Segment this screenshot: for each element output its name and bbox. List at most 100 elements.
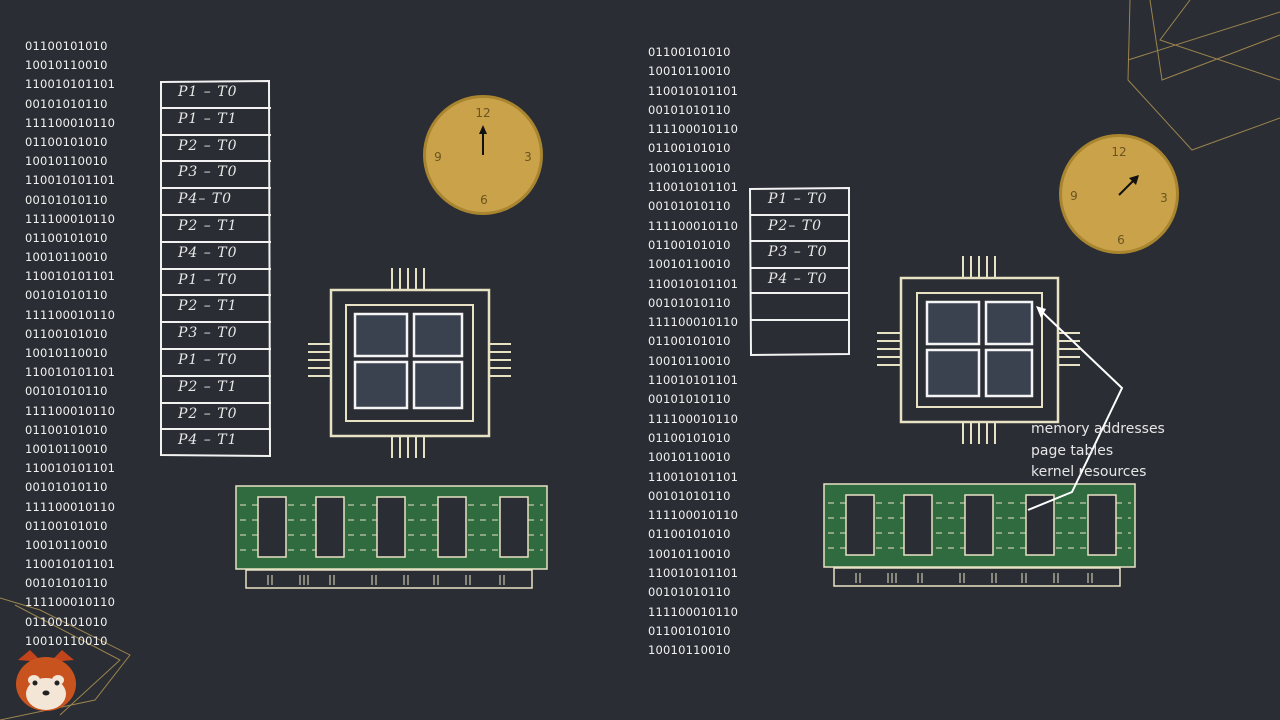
binary-line: 110010101101 — [25, 173, 116, 188]
binary-line: 10010110010 — [25, 154, 108, 169]
binary-line: 01100101010 — [25, 518, 108, 533]
binary-line: 110010101101 — [648, 180, 739, 195]
binary-line: 01100101010 — [25, 39, 108, 53]
binary-line: 01100101010 — [648, 237, 731, 252]
binary-line: 00101010110 — [648, 488, 731, 503]
clock-hand-icon — [479, 125, 487, 155]
queue-slot: P2 – T1 — [178, 378, 238, 395]
queue-slot: P3 – T0 — [768, 244, 828, 260]
queue-divider — [750, 240, 850, 242]
context-annotation: memory addresses page tables kernel reso… — [1031, 419, 1165, 484]
binary-line: 10010110010 — [25, 250, 108, 265]
binary-line: 01100101010 — [648, 334, 731, 349]
binary-line: 00101010110 — [25, 288, 108, 303]
binary-column-left: 01100101010 10010110010 110010101101 001010… — [25, 37, 115, 651]
binary-line: 01100101010 — [648, 527, 731, 542]
queue-divider — [750, 213, 850, 216]
clock-num-9: 9 — [434, 150, 442, 164]
queue-slot: P4 – T0 — [768, 270, 828, 287]
queue-slot: P1 – T1 — [178, 110, 238, 127]
binary-line: 10010110010 — [25, 346, 108, 360]
binary-line: 110010101101 — [25, 77, 116, 92]
binary-line: 00101010110 — [25, 576, 108, 591]
binary-line: 10010110010 — [648, 450, 731, 465]
binary-line: 110010101101 — [25, 461, 116, 476]
queue-outline — [748, 187, 850, 357]
binary-line: 111100010110 — [648, 122, 739, 137]
annotation-line: kernel resources — [1031, 464, 1147, 480]
binary-line: 110010101101 — [25, 365, 116, 380]
clock-num-6: 6 — [1117, 233, 1125, 247]
queue-slot: P2 – T1 — [178, 298, 238, 315]
binary-line: 10010110010 — [648, 64, 731, 79]
binary-line: 111100010110 — [648, 604, 739, 619]
binary-line: 00101010110 — [25, 384, 108, 399]
clock-hand-icon — [1118, 175, 1139, 196]
binary-line: 00101010110 — [25, 192, 108, 207]
binary-line: 10010110010 — [648, 160, 731, 175]
binary-line: 110010101101 — [25, 557, 116, 572]
binary-line: 01100101010 — [648, 623, 731, 638]
queue-slot: P1 – T0 — [178, 271, 238, 288]
binary-line: 00101010110 — [648, 295, 731, 310]
binary-line: 111100010110 — [25, 115, 116, 130]
binary-line: 00101010110 — [648, 102, 731, 117]
queue-divider — [160, 187, 271, 190]
binary-line: 10010110010 — [25, 58, 108, 73]
binary-line: 111100010110 — [25, 307, 116, 322]
binary-line: 110010101101 — [648, 373, 739, 388]
binary-line: 111100010110 — [648, 508, 739, 523]
clock-num-3: 3 — [1160, 191, 1168, 205]
queue-slot: P2 – T1 — [178, 218, 238, 234]
queue-divider — [160, 240, 271, 243]
binary-line: 111100010110 — [25, 403, 116, 418]
binary-line: 01100101010 — [648, 430, 731, 445]
binary-line: 111100010110 — [648, 315, 739, 330]
queue-slot: P1 – T0 — [768, 191, 828, 207]
queue-divider — [160, 267, 271, 270]
queue-divider — [750, 266, 850, 269]
binary-line: 110010101101 — [648, 566, 739, 581]
queue-slot: P2– T0 — [768, 217, 823, 234]
queue-divider — [160, 133, 271, 136]
binary-line: 110010101101 — [25, 269, 116, 284]
binary-line: 00101010110 — [648, 392, 731, 407]
annotation-line: memory addresses — [1031, 421, 1165, 437]
binary-line: 01100101010 — [25, 422, 108, 437]
queue-divider — [160, 214, 271, 216]
queue-slot: P2 – T0 — [178, 137, 238, 154]
binary-line: 01100101010 — [648, 45, 731, 59]
binary-line: 111100010110 — [25, 211, 116, 226]
clock-num-12: 12 — [475, 106, 491, 120]
queue-slot: P3 – T0 — [178, 164, 238, 181]
binary-line: 110010101101 — [648, 469, 739, 484]
binary-line: 00101010110 — [648, 585, 731, 600]
binary-line: 01100101010 — [25, 134, 108, 149]
annotation-line: page tables — [1031, 442, 1114, 459]
binary-line: 01100101010 — [25, 326, 108, 341]
queue-divider — [160, 401, 271, 404]
queue-slot: P4– T0 — [178, 191, 233, 208]
clock-num-6: 6 — [480, 193, 488, 207]
queue-slot: P1 – T0 — [178, 84, 238, 100]
queue-divider — [160, 428, 271, 431]
binary-line: 01100101010 — [25, 614, 108, 629]
queue-divider — [160, 348, 271, 350]
clock-num-12: 12 — [1111, 145, 1127, 159]
queue-divider — [160, 294, 271, 297]
binary-line: 00101010110 — [25, 480, 108, 495]
queue-divider — [160, 321, 271, 324]
clock-num-9: 9 — [1070, 189, 1078, 203]
binary-line: 110010101101 — [648, 276, 739, 291]
clock-left: 12 3 6 9 — [423, 95, 543, 215]
binary-line: 10010110010 — [25, 633, 108, 648]
queue-slot: P4 – T1 — [178, 432, 238, 449]
binary-line: 111100010110 — [25, 595, 116, 610]
queue-outline — [160, 80, 272, 458]
binary-line: 10010110010 — [648, 353, 731, 368]
binary-line: 10010110010 — [648, 546, 731, 561]
queue-divider — [160, 374, 271, 377]
